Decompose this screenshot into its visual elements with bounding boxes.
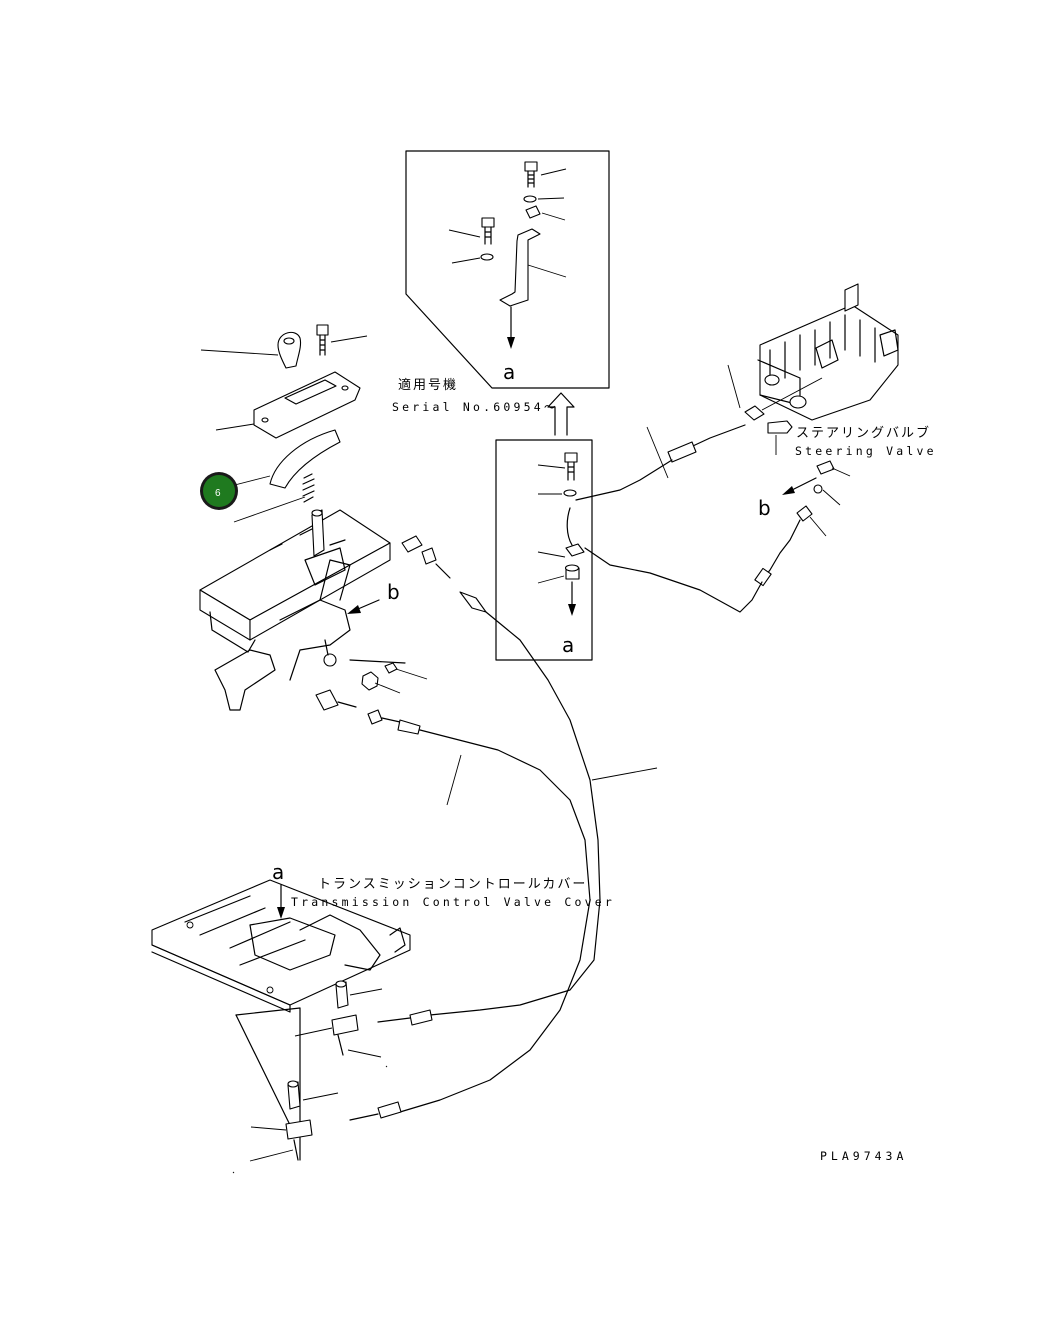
tcv-cover-jp: トランスミッションコントロールカバー <box>318 877 587 892</box>
steering-valve-jp: ステアリングバルブ <box>796 425 931 441</box>
callout-6-number: 6 <box>215 488 221 499</box>
serial-label: 適用号機 Serial No.60954～ <box>392 377 575 436</box>
upper-cable <box>575 424 763 613</box>
ref-a-top: a <box>503 360 515 384</box>
detail-box-middle: a <box>495 439 593 661</box>
ref-a-middle: a <box>562 633 574 657</box>
drawing-code: PLA9743A <box>820 1149 907 1163</box>
steering-valve-en: Steering Valve <box>795 444 937 458</box>
steering-valve-connection: b <box>754 460 851 587</box>
applicable-serial: Serial No.60954～ <box>392 400 559 414</box>
ref-b-left: b <box>387 580 400 604</box>
control-cables <box>315 535 658 1121</box>
callout-6[interactable]: 6 <box>200 472 238 510</box>
detail-box-top: a <box>405 150 610 389</box>
tcv-cover-en: Transmission Control Valve Cover <box>291 895 615 909</box>
callout-6-fill <box>203 475 235 507</box>
transmission-control-valve-cover: a トランスミッションコントロールカバー Transmission Contro… <box>151 860 615 1174</box>
applicable-label-jp: 適用号機 <box>398 377 458 393</box>
shift-lever-assembly: b <box>199 324 428 711</box>
ref-b-right: b <box>758 496 771 520</box>
steering-valve: ステアリングバルブ Steering Valve <box>727 283 937 458</box>
ref-a-bottom: a <box>272 860 284 884</box>
